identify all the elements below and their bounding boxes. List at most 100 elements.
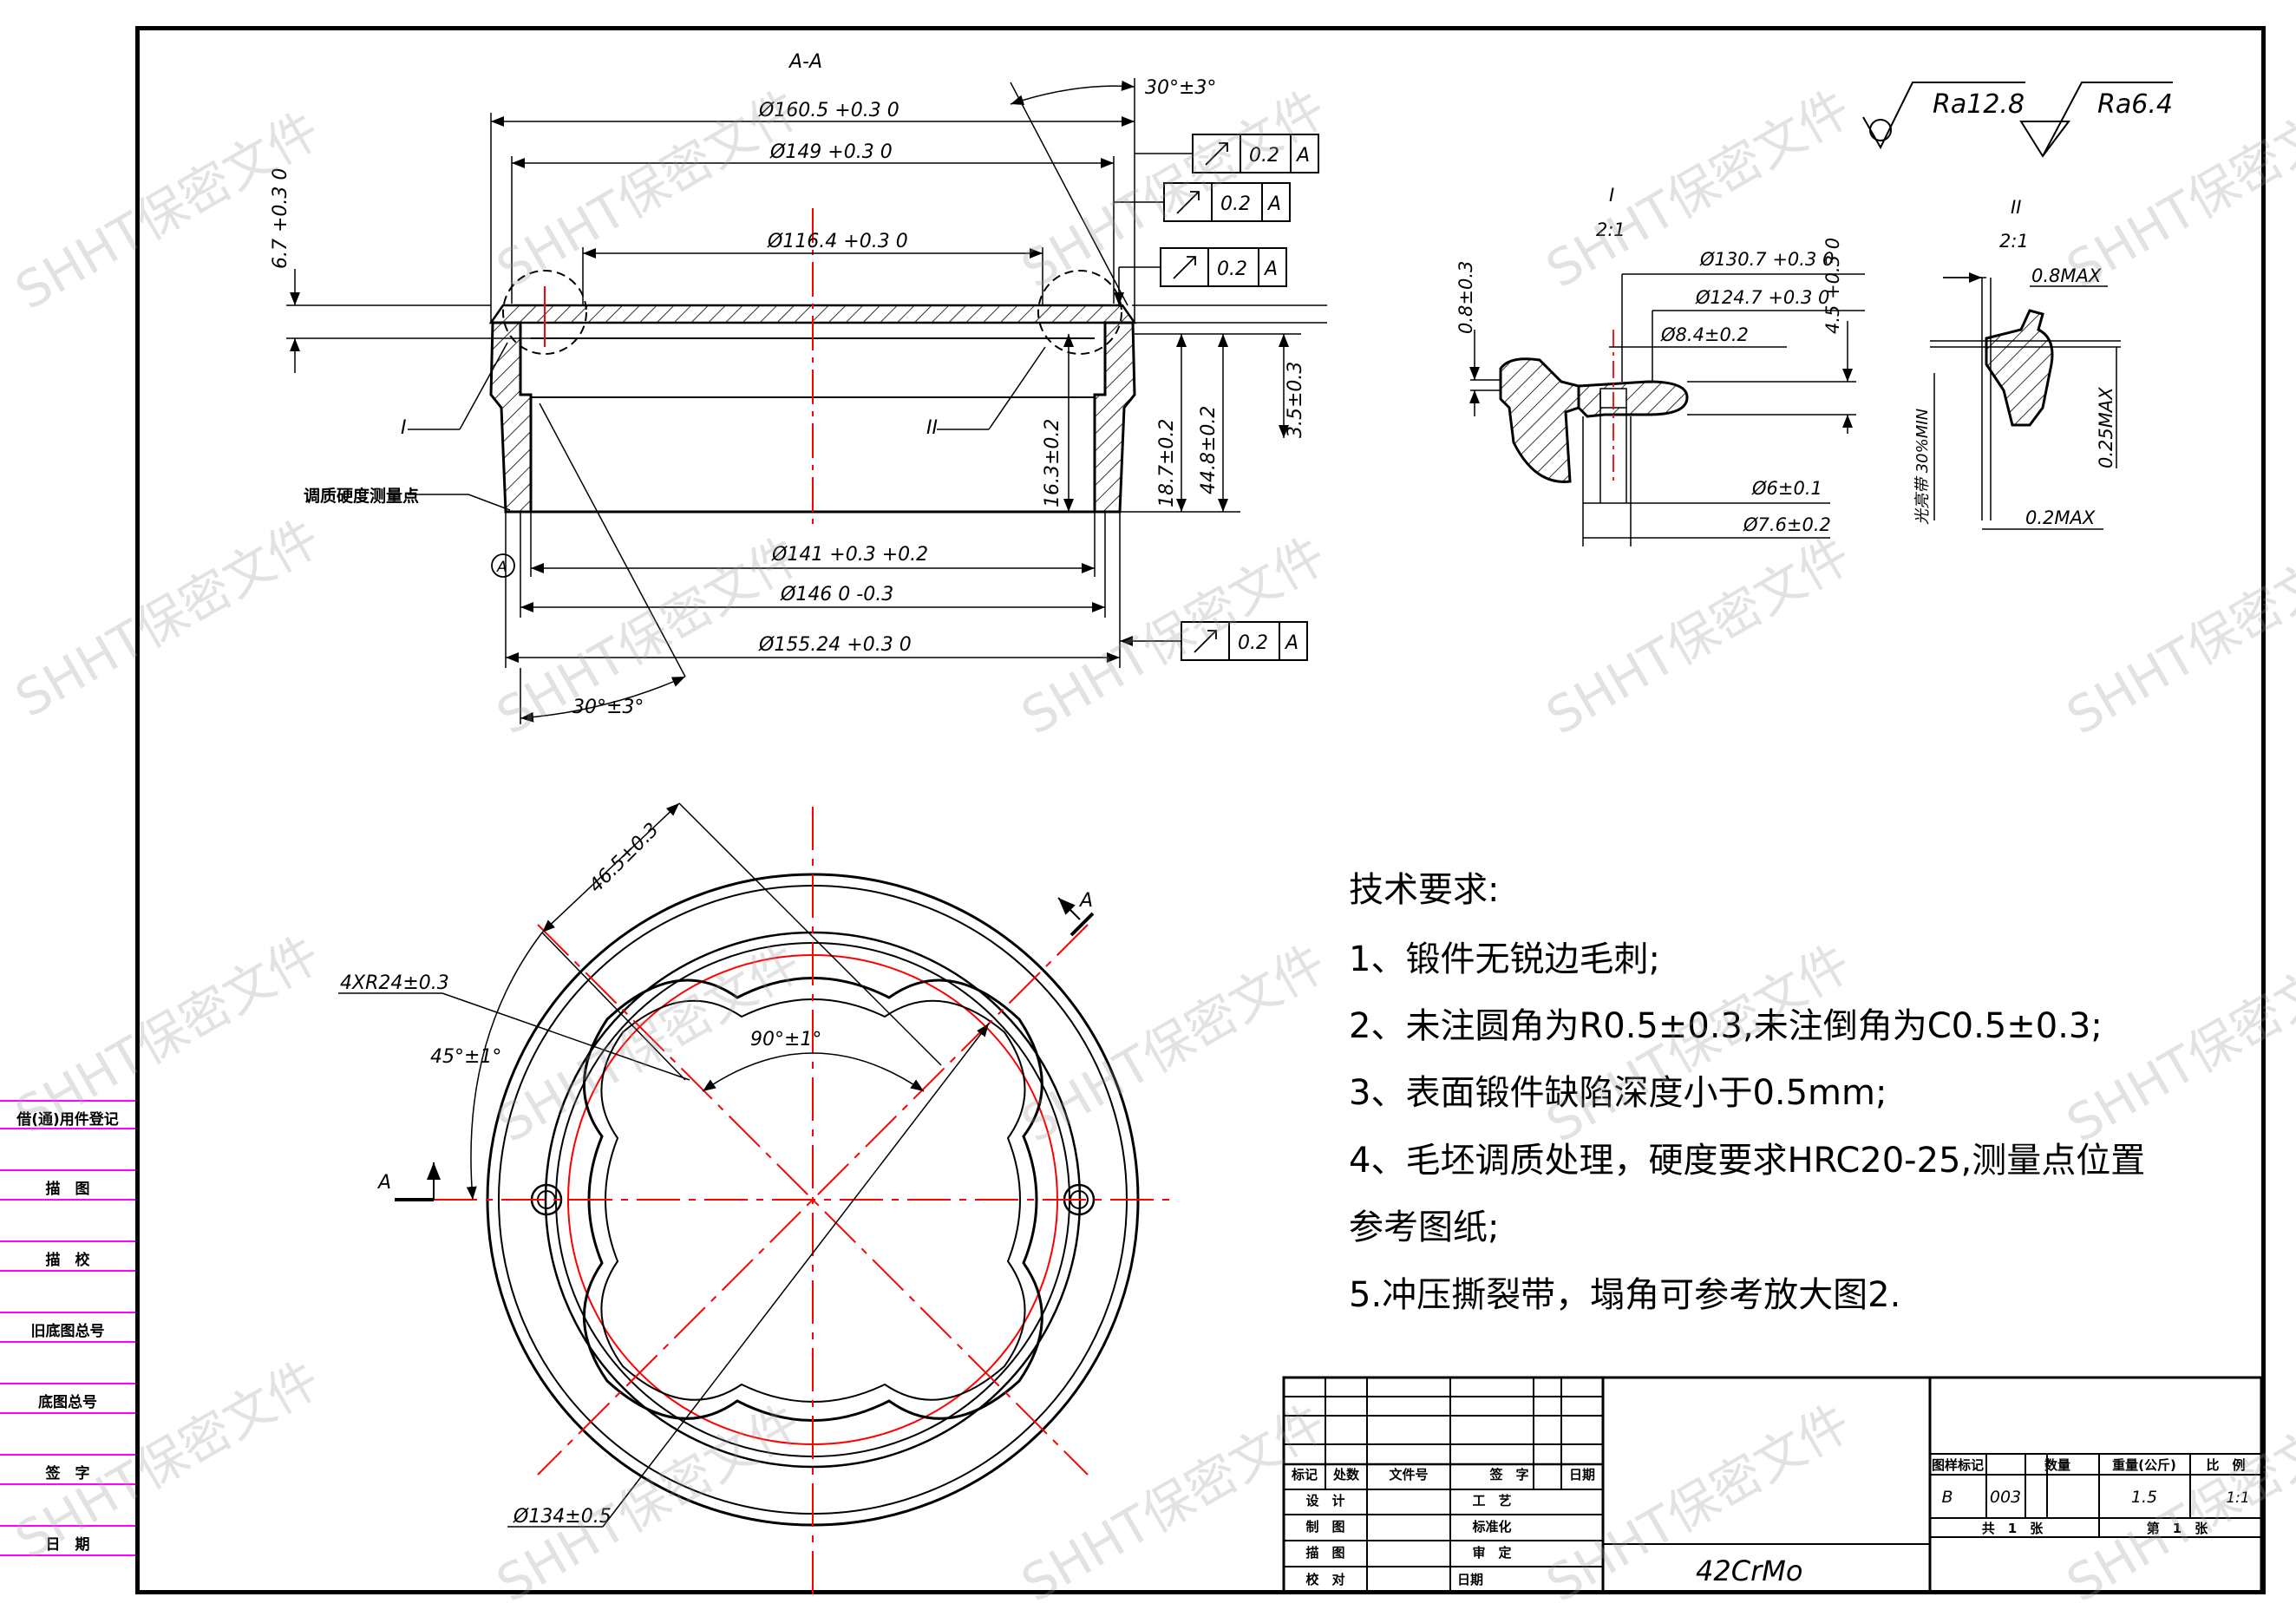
tb-header: 标记 <box>1291 1467 1318 1482</box>
tb-role: 描 图 <box>1305 1545 1344 1561</box>
side-row <box>0 1270 135 1272</box>
dim-max02: 0.2MAX <box>2025 507 2096 528</box>
dim-465: 46.5±0.3 <box>585 819 664 897</box>
dim-h35: 3.5±0.3 <box>1285 362 1306 438</box>
dim-h67: 6.7 +0.3 0 <box>270 168 291 269</box>
section-title: A-A <box>788 51 822 73</box>
drawing-frame <box>135 26 2266 1594</box>
label-detail-i: I <box>401 417 407 439</box>
detail-i-scale: 2:1 <box>1596 219 1626 240</box>
datum-label: A <box>496 559 507 576</box>
gdt-datum: A <box>1263 259 1278 280</box>
side-label: 旧底图总号 <box>30 1323 105 1340</box>
side-row <box>0 1454 135 1456</box>
tb-role: 工 艺 <box>1472 1493 1511 1508</box>
tb-role: 审 定 <box>1472 1545 1511 1561</box>
tech-req-item: 3、表面锻件缺陷深度小于0.5mm; <box>1349 1073 1887 1113</box>
dim-d84: Ø8.4±0.2 <box>1660 324 1749 345</box>
side-row <box>0 1383 135 1384</box>
detail-ii-title: II <box>2011 197 2021 218</box>
tech-req-title: 技术要求: <box>1349 870 1500 910</box>
tb-weight: 1.5 <box>2131 1488 2157 1507</box>
tb-header: 文件号 <box>1389 1467 1428 1482</box>
angle-top: 30°±3° <box>1145 77 1216 99</box>
tb-role: 标准化 <box>1471 1519 1511 1535</box>
tb-header: 处数 <box>1332 1467 1360 1482</box>
tech-req-item: 2、未注圆角为R0.5±0.3,未注倒角为C0.5±0.3; <box>1349 1006 2103 1046</box>
dim-h448: 44.8±0.2 <box>1198 406 1220 494</box>
cross-profile <box>582 977 1043 1422</box>
gdt-datum: A <box>1284 632 1298 654</box>
side-label: 借(通)用件登记 <box>16 1111 119 1129</box>
side-label: 底图总号 <box>38 1394 97 1411</box>
side-row <box>0 1100 135 1102</box>
gdt-datum: A <box>1295 145 1310 167</box>
dim-h187: 18.7±0.2 <box>1156 419 1178 507</box>
tb-scale: 1:1 <box>2226 1489 2249 1507</box>
tech-req-item: 4、毛坯调质处理，硬度要求HRC20-25,测量点位置 <box>1349 1141 2146 1181</box>
tech-req-item: 参考图纸; <box>1349 1207 1500 1247</box>
section-mark-a2: A <box>1078 890 1093 912</box>
detail-ii-view <box>1930 272 2121 530</box>
angle-bottom: 30°±3° <box>572 697 644 718</box>
side-row <box>0 1128 135 1129</box>
side-row <box>0 1341 135 1343</box>
tb-info-header: 图样标记 <box>1932 1457 1984 1473</box>
section-view <box>286 78 1327 724</box>
side-row <box>0 1525 135 1527</box>
dim-d146: Ø146 0 -0.3 <box>780 584 893 605</box>
gdt-value: 0.2 <box>1220 193 1251 215</box>
dim-d160: Ø160.5 +0.3 0 <box>758 100 899 121</box>
dim-h163: 16.3±0.2 <box>1042 419 1063 507</box>
dim-d1307: Ø130.7 +0.3 0 <box>1699 249 1834 270</box>
label-detail-ii: II <box>926 417 938 439</box>
dim-h45: 4.5 +0.3 0 <box>1822 238 1843 334</box>
dim-d149: Ø149 +0.3 0 <box>769 141 893 163</box>
side-label: 日 期 <box>45 1536 90 1554</box>
surface-finish-symbols <box>1862 82 2173 158</box>
dim-d1247: Ø124.7 +0.3 0 <box>1695 287 1829 308</box>
dim-d155: Ø155.24 +0.3 0 <box>758 634 912 656</box>
tb-role: 设 计 <box>1305 1493 1344 1508</box>
tech-req-item: 5.冲压撕裂带，塌角可参考放大图2. <box>1349 1275 1901 1315</box>
dim-d116: Ø116.4 +0.3 0 <box>767 231 908 252</box>
bright-band-label: 光亮带 30%MIN <box>1913 409 1932 525</box>
side-row <box>0 1240 135 1242</box>
plan-view-texts: 46.5±0.3 4XR24±0.3 45°±1° 90°±1° Ø134±0.… <box>340 819 1093 1528</box>
tb-quantity: 003 <box>1990 1488 2021 1507</box>
tb-role: 制 图 <box>1305 1519 1344 1535</box>
section-mark-a1: A <box>376 1172 391 1194</box>
side-label: 描 校 <box>45 1252 90 1269</box>
title-block <box>1282 1376 2263 1594</box>
ra-12-8: Ra12.8 <box>1933 89 2025 120</box>
angle-90: 90°±1° <box>750 1029 821 1050</box>
dim-d76: Ø7.6±0.2 <box>1743 514 1831 535</box>
gdt-value: 0.2 <box>1217 259 1247 280</box>
hardness-point-label: 调质硬度测量点 <box>304 486 419 506</box>
right-wall-section <box>1093 321 1136 514</box>
dim-d134: Ø134±0.5 <box>513 1506 612 1528</box>
side-row <box>0 1312 135 1313</box>
title-block-texts: 标记 处数 文件号 签 字 日期 设 计 工 艺 制 图 标准化 描 图 审 定… <box>1291 1457 2250 1587</box>
plan-view <box>338 802 1175 1596</box>
left-wall-section <box>489 321 533 514</box>
detail-ii-texts: II 2:1 0.8MAX 0.25MAX 0.2MAX 光亮带 30%MIN <box>1913 197 2116 528</box>
detail-ii-scale: 2:1 <box>1999 231 2029 252</box>
detail-i-view <box>1469 273 1865 546</box>
gdt-value: 0.2 <box>1249 145 1279 167</box>
side-row <box>0 1412 135 1414</box>
dim-d6: Ø6±0.1 <box>1751 478 1822 499</box>
tb-mark: B <box>1941 1488 1953 1507</box>
tb-header: 签 字 <box>1488 1467 1528 1482</box>
dim-r24: 4XR24±0.3 <box>340 972 449 994</box>
tb-info-header: 重量(公斤) <box>2112 1457 2176 1473</box>
tb-info-header: 数量 <box>2044 1457 2070 1473</box>
side-label: 签 字 <box>45 1465 90 1482</box>
side-label: 描 图 <box>45 1181 90 1198</box>
material-label: 42CrMo <box>1696 1554 1802 1587</box>
dim-max08: 0.8MAX <box>2031 265 2102 286</box>
side-row <box>0 1554 135 1556</box>
dim-h08: 0.8±0.3 <box>1455 261 1476 334</box>
section-texts: A-A Ø160.5 +0.3 0 Ø149 +0.3 0 Ø116.4 +0.… <box>270 51 1310 718</box>
dim-d141: Ø141 +0.3 +0.2 <box>771 544 928 566</box>
